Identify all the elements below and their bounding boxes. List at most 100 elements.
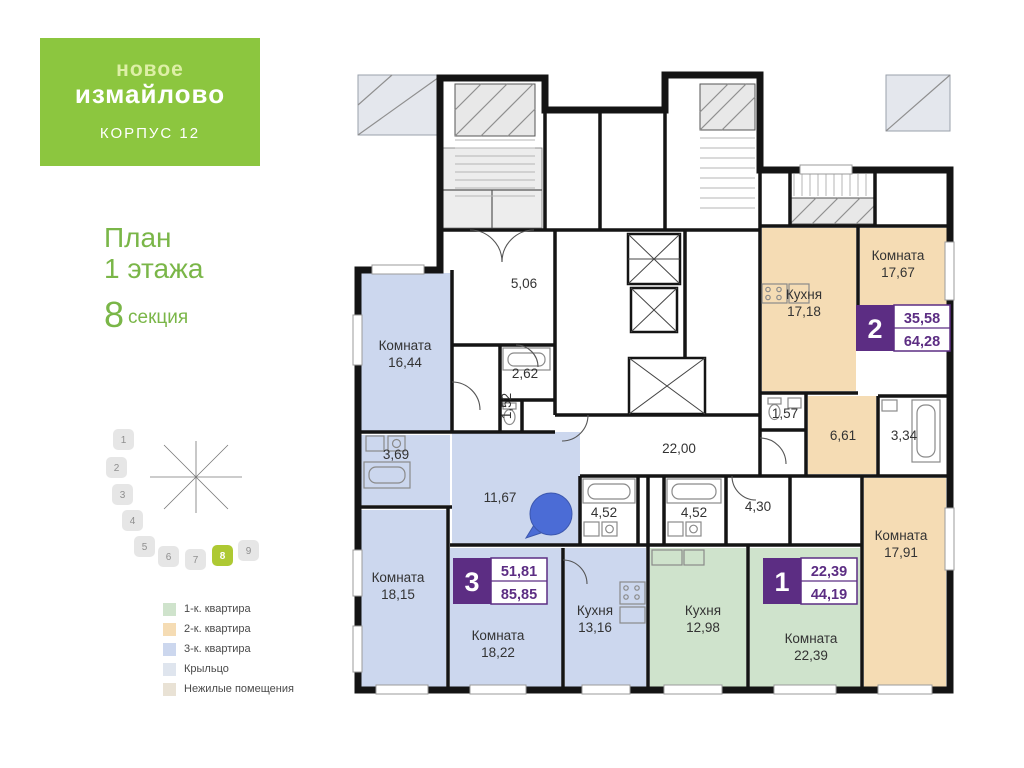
- room-area-label: 2,62: [512, 366, 538, 381]
- building-number: КОРПУС 12: [99, 125, 201, 142]
- porch-right: [885, 74, 951, 132]
- page-title-line2: 1 этажа: [104, 253, 204, 284]
- room-area-label: 6,61: [830, 428, 856, 443]
- room-area-label: 1,52: [499, 393, 514, 419]
- room-fill: [650, 548, 746, 688]
- legend-swatch-1room: [163, 602, 176, 616]
- section-map-label: 5: [142, 542, 148, 553]
- room-name-label: Комната: [379, 338, 432, 353]
- room-area-label: 11,67: [484, 490, 517, 505]
- legend-label: Крыльцо: [184, 663, 229, 675]
- section-map-label: 2: [114, 463, 120, 474]
- room-area-label: 17,18: [787, 304, 821, 319]
- elevator-shafts: [626, 232, 707, 416]
- staircase-entrance: [454, 83, 536, 197]
- legend-swatch-porch: [163, 662, 176, 676]
- section-map-item-7[interactable]: [185, 549, 206, 570]
- room-area-label: 4,52: [591, 505, 617, 520]
- room-name-label: Комната: [785, 631, 838, 646]
- room-area-label: 4,30: [745, 499, 771, 514]
- apartment-total-area: 85,85: [501, 587, 537, 603]
- legend-label: Нежилые помещения: [184, 683, 294, 695]
- room-name-label: Комната: [875, 528, 928, 543]
- room-area-label: 13,16: [578, 620, 612, 635]
- apartment-tag-2[interactable]: 2 35,58 64,28: [856, 304, 951, 352]
- staircase-middle: [699, 83, 756, 209]
- room-name-label: Кухня: [685, 603, 721, 618]
- section-map-label: 4: [130, 516, 136, 527]
- bath-kitchen-fixtures: [363, 283, 941, 624]
- section-number: 8: [104, 294, 125, 335]
- staircase-right: [789, 174, 877, 225]
- legend-swatch-2room: [163, 622, 176, 636]
- legend-label: 1-к. квартира: [184, 603, 251, 615]
- page-title-line1: План: [104, 222, 172, 253]
- legend-item: Крыльцо: [163, 659, 294, 679]
- room-area-label: 5,06: [511, 276, 537, 291]
- apartment-living-area: 51,81: [501, 564, 537, 580]
- legend-label: 2-к. квартира: [184, 623, 251, 635]
- apartment-tag-1[interactable]: 1 22,39 44,19: [763, 557, 858, 605]
- apartment-number: 2: [867, 314, 882, 344]
- legend-label: 3-к. квартира: [184, 643, 251, 655]
- legend-item: 1-к. квартира: [163, 599, 294, 619]
- apartment-number: 3: [464, 567, 479, 597]
- apartment-number: 1: [774, 567, 789, 597]
- brand-name-top: новое: [116, 58, 184, 81]
- interior-walls: [358, 110, 950, 690]
- room-fill: [361, 273, 452, 432]
- room-area-label: 18,15: [381, 587, 415, 602]
- apartment-living-area: 22,39: [811, 564, 847, 580]
- room-area-label: 17,91: [884, 545, 918, 560]
- apartment-total-area: 44,19: [811, 587, 847, 603]
- section-map-item-9[interactable]: [238, 540, 259, 561]
- room-fill: [565, 548, 646, 688]
- room-fill: [808, 396, 876, 474]
- windows: [352, 164, 955, 695]
- section-map-label: 9: [246, 546, 252, 557]
- section-map-label: 6: [166, 552, 172, 563]
- section-map-item-5[interactable]: [134, 536, 155, 557]
- room-name-label: Кухня: [786, 287, 822, 302]
- section-map-item-2[interactable]: [106, 457, 127, 478]
- location-pin[interactable]: [524, 492, 573, 539]
- floorplan: Комната 16,44 3,69 Комната 18,15 11,67 К…: [352, 71, 955, 695]
- room-fill: [361, 510, 446, 688]
- section-map-item-3[interactable]: [112, 484, 133, 505]
- section-map-item-1[interactable]: [113, 429, 134, 450]
- section-map-label: 1: [121, 435, 127, 446]
- room-area-label: 22,39: [794, 648, 828, 663]
- section-map-label: 7: [193, 555, 199, 566]
- section-map-items: 1 2 3 4 5 6 7 8 9: [106, 429, 259, 570]
- section-map-item-4[interactable]: [122, 510, 143, 531]
- section-map-label: 3: [120, 490, 126, 501]
- section-map: 1 2 3 4 5 6 7 8 9: [106, 429, 259, 570]
- brand-name-bottom: измайлово: [74, 79, 226, 109]
- apartment-total-area: 64,28: [904, 334, 940, 350]
- room-fill: [864, 478, 946, 688]
- legend-item: 3-к. квартира: [163, 639, 294, 659]
- room-labels: Комната 16,44 3,69 Комната 18,15 11,67 К…: [372, 248, 928, 663]
- corridor-area-label: 22,00: [662, 441, 696, 456]
- room-area-label: 1,57: [772, 406, 798, 421]
- compass-icon: [150, 441, 242, 513]
- room-area-label: 3,34: [891, 428, 918, 443]
- legend-swatch-3room: [163, 642, 176, 656]
- room-name-label: Кухня: [577, 603, 613, 618]
- room-area-label: 18,22: [481, 645, 515, 660]
- room-area-label: 17,67: [881, 265, 915, 280]
- apartment-tag-3[interactable]: 3 51,81 85,85: [453, 557, 548, 605]
- room-name-label: Комната: [872, 248, 925, 263]
- apartment-living-area: 35,58: [904, 311, 940, 327]
- section-map-label: 8: [220, 551, 226, 562]
- room-area-label: 12,98: [686, 620, 720, 635]
- room-area-label: 3,69: [383, 447, 409, 462]
- page-title: План 1 этажа: [104, 222, 203, 284]
- porch-left: [357, 74, 443, 136]
- section-map-item-6[interactable]: [158, 546, 179, 567]
- section-map-item-8-active[interactable]: [212, 545, 233, 566]
- room-name-label: Комната: [472, 628, 525, 643]
- legend: 1-к. квартира 2-к. квартира 3-к. квартир…: [163, 599, 294, 699]
- legend-item: 2-к. квартира: [163, 619, 294, 639]
